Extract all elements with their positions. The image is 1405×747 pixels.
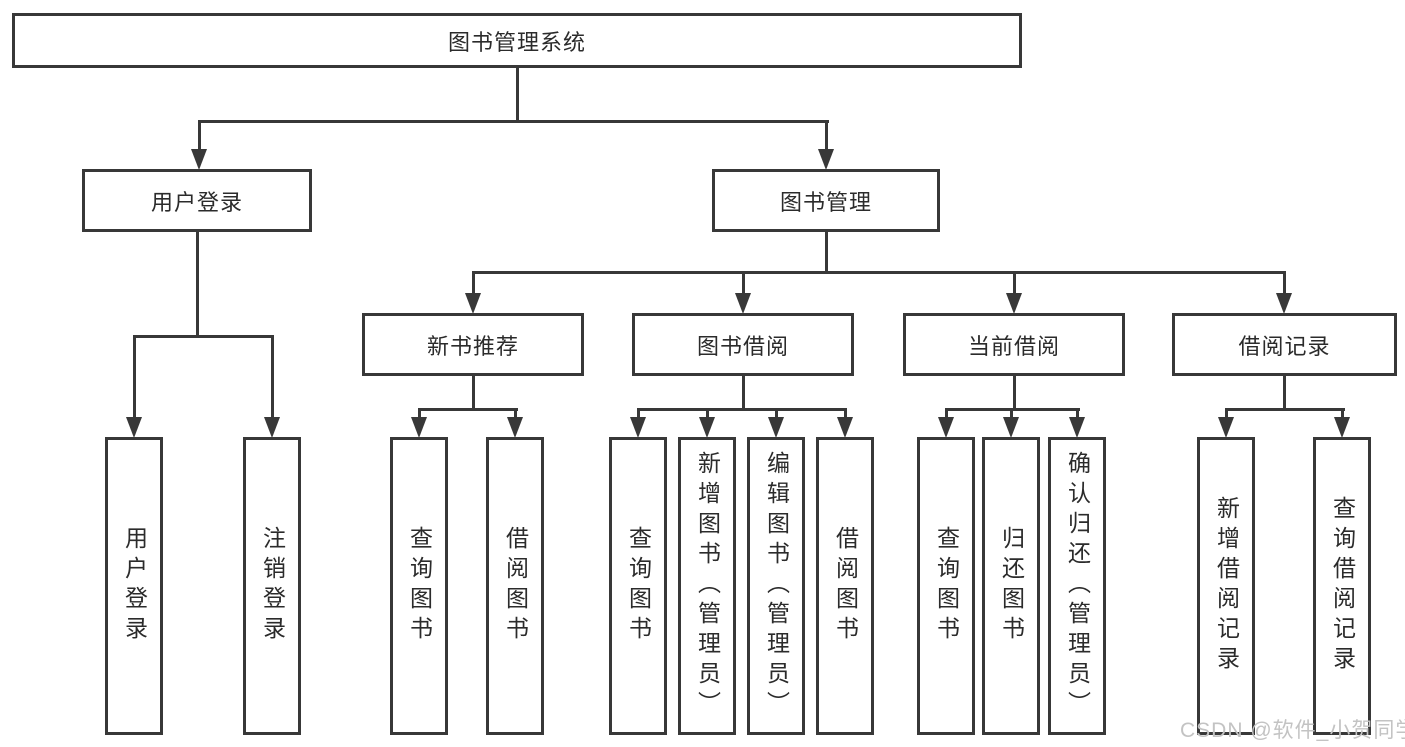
node-book-management: 图书管理 [712,169,940,232]
arrowhead-down-icon [191,149,207,170]
node-current-borrow: 当前借阅 [903,313,1125,376]
arrowhead-down-icon [507,417,523,438]
connector-line [1010,408,1013,419]
connector-line [198,120,201,150]
connector-line [271,335,274,419]
leaf-borrow-books-1: 借阅图书 [486,437,544,735]
leaf-confirm-return-admin: 确认归还（管理员） [1048,437,1106,735]
arrowhead-down-icon [264,417,280,438]
connector-line [637,408,847,411]
connector-line [1341,408,1344,419]
connector-line [196,232,199,338]
connector-line [1225,408,1345,411]
connector-line [133,335,136,419]
arrowhead-down-icon [465,293,481,314]
arrowhead-down-icon [630,417,646,438]
arrowhead-down-icon [411,417,427,438]
node-new-book-recommend: 新书推荐 [362,313,584,376]
arrowhead-down-icon [938,417,954,438]
connector-line [775,408,778,419]
node-user-login: 用户登录 [82,169,312,232]
connector-line [418,408,518,411]
node-library-system: 图书管理系统 [12,13,1022,68]
leaf-query-books-1: 查询图书 [390,437,448,735]
arrowhead-down-icon [1276,293,1292,314]
arrowhead-down-icon [1334,417,1350,438]
node-book-borrow: 图书借阅 [632,313,854,376]
connector-line [133,335,274,338]
arrowhead-down-icon [1003,417,1019,438]
connector-line [516,68,519,122]
connector-line [1013,271,1016,295]
connector-line [742,376,745,411]
csdn-watermark: CSDN @软件_小贺同学 [1180,719,1405,742]
arrowhead-down-icon [126,417,142,438]
leaf-edit-books-admin: 编辑图书（管理员） [747,437,805,735]
connector-line [1283,271,1286,295]
connector-line [825,120,828,150]
connector-line [418,408,421,419]
node-borrow-records: 借阅记录 [1172,313,1397,376]
connector-line [472,271,1286,274]
arrowhead-down-icon [1218,417,1234,438]
leaf-add-borrow-record: 新增借阅记录 [1197,437,1255,735]
arrowhead-down-icon [1006,293,1022,314]
connector-line [1013,376,1016,411]
connector-line [945,408,948,419]
leaf-return-books: 归还图书 [982,437,1040,735]
arrowhead-down-icon [837,417,853,438]
connector-line [472,271,475,295]
arrowhead-down-icon [735,293,751,314]
arrowhead-down-icon [699,417,715,438]
connector-line [742,271,745,295]
connector-line [825,232,828,274]
leaf-add-books-admin: 新增图书（管理员） [678,437,736,735]
leaf-query-borrow-record: 查询借阅记录 [1313,437,1371,735]
connector-line [472,376,475,411]
connector-line [706,408,709,419]
leaf-user-login: 用户登录 [105,437,163,735]
arrowhead-down-icon [768,417,784,438]
leaf-query-books-2: 查询图书 [609,437,667,735]
connector-line [1283,376,1286,411]
leaf-borrow-books-2: 借阅图书 [816,437,874,735]
leaf-query-books-3: 查询图书 [917,437,975,735]
connector-line [637,408,640,419]
connector-line [198,120,829,123]
leaf-logout: 注销登录 [243,437,301,735]
connector-line [1076,408,1079,419]
connector-line [844,408,847,419]
arrowhead-down-icon [1069,417,1085,438]
connector-line [514,408,517,419]
arrowhead-down-icon [818,149,834,170]
connector-line [1225,408,1228,419]
